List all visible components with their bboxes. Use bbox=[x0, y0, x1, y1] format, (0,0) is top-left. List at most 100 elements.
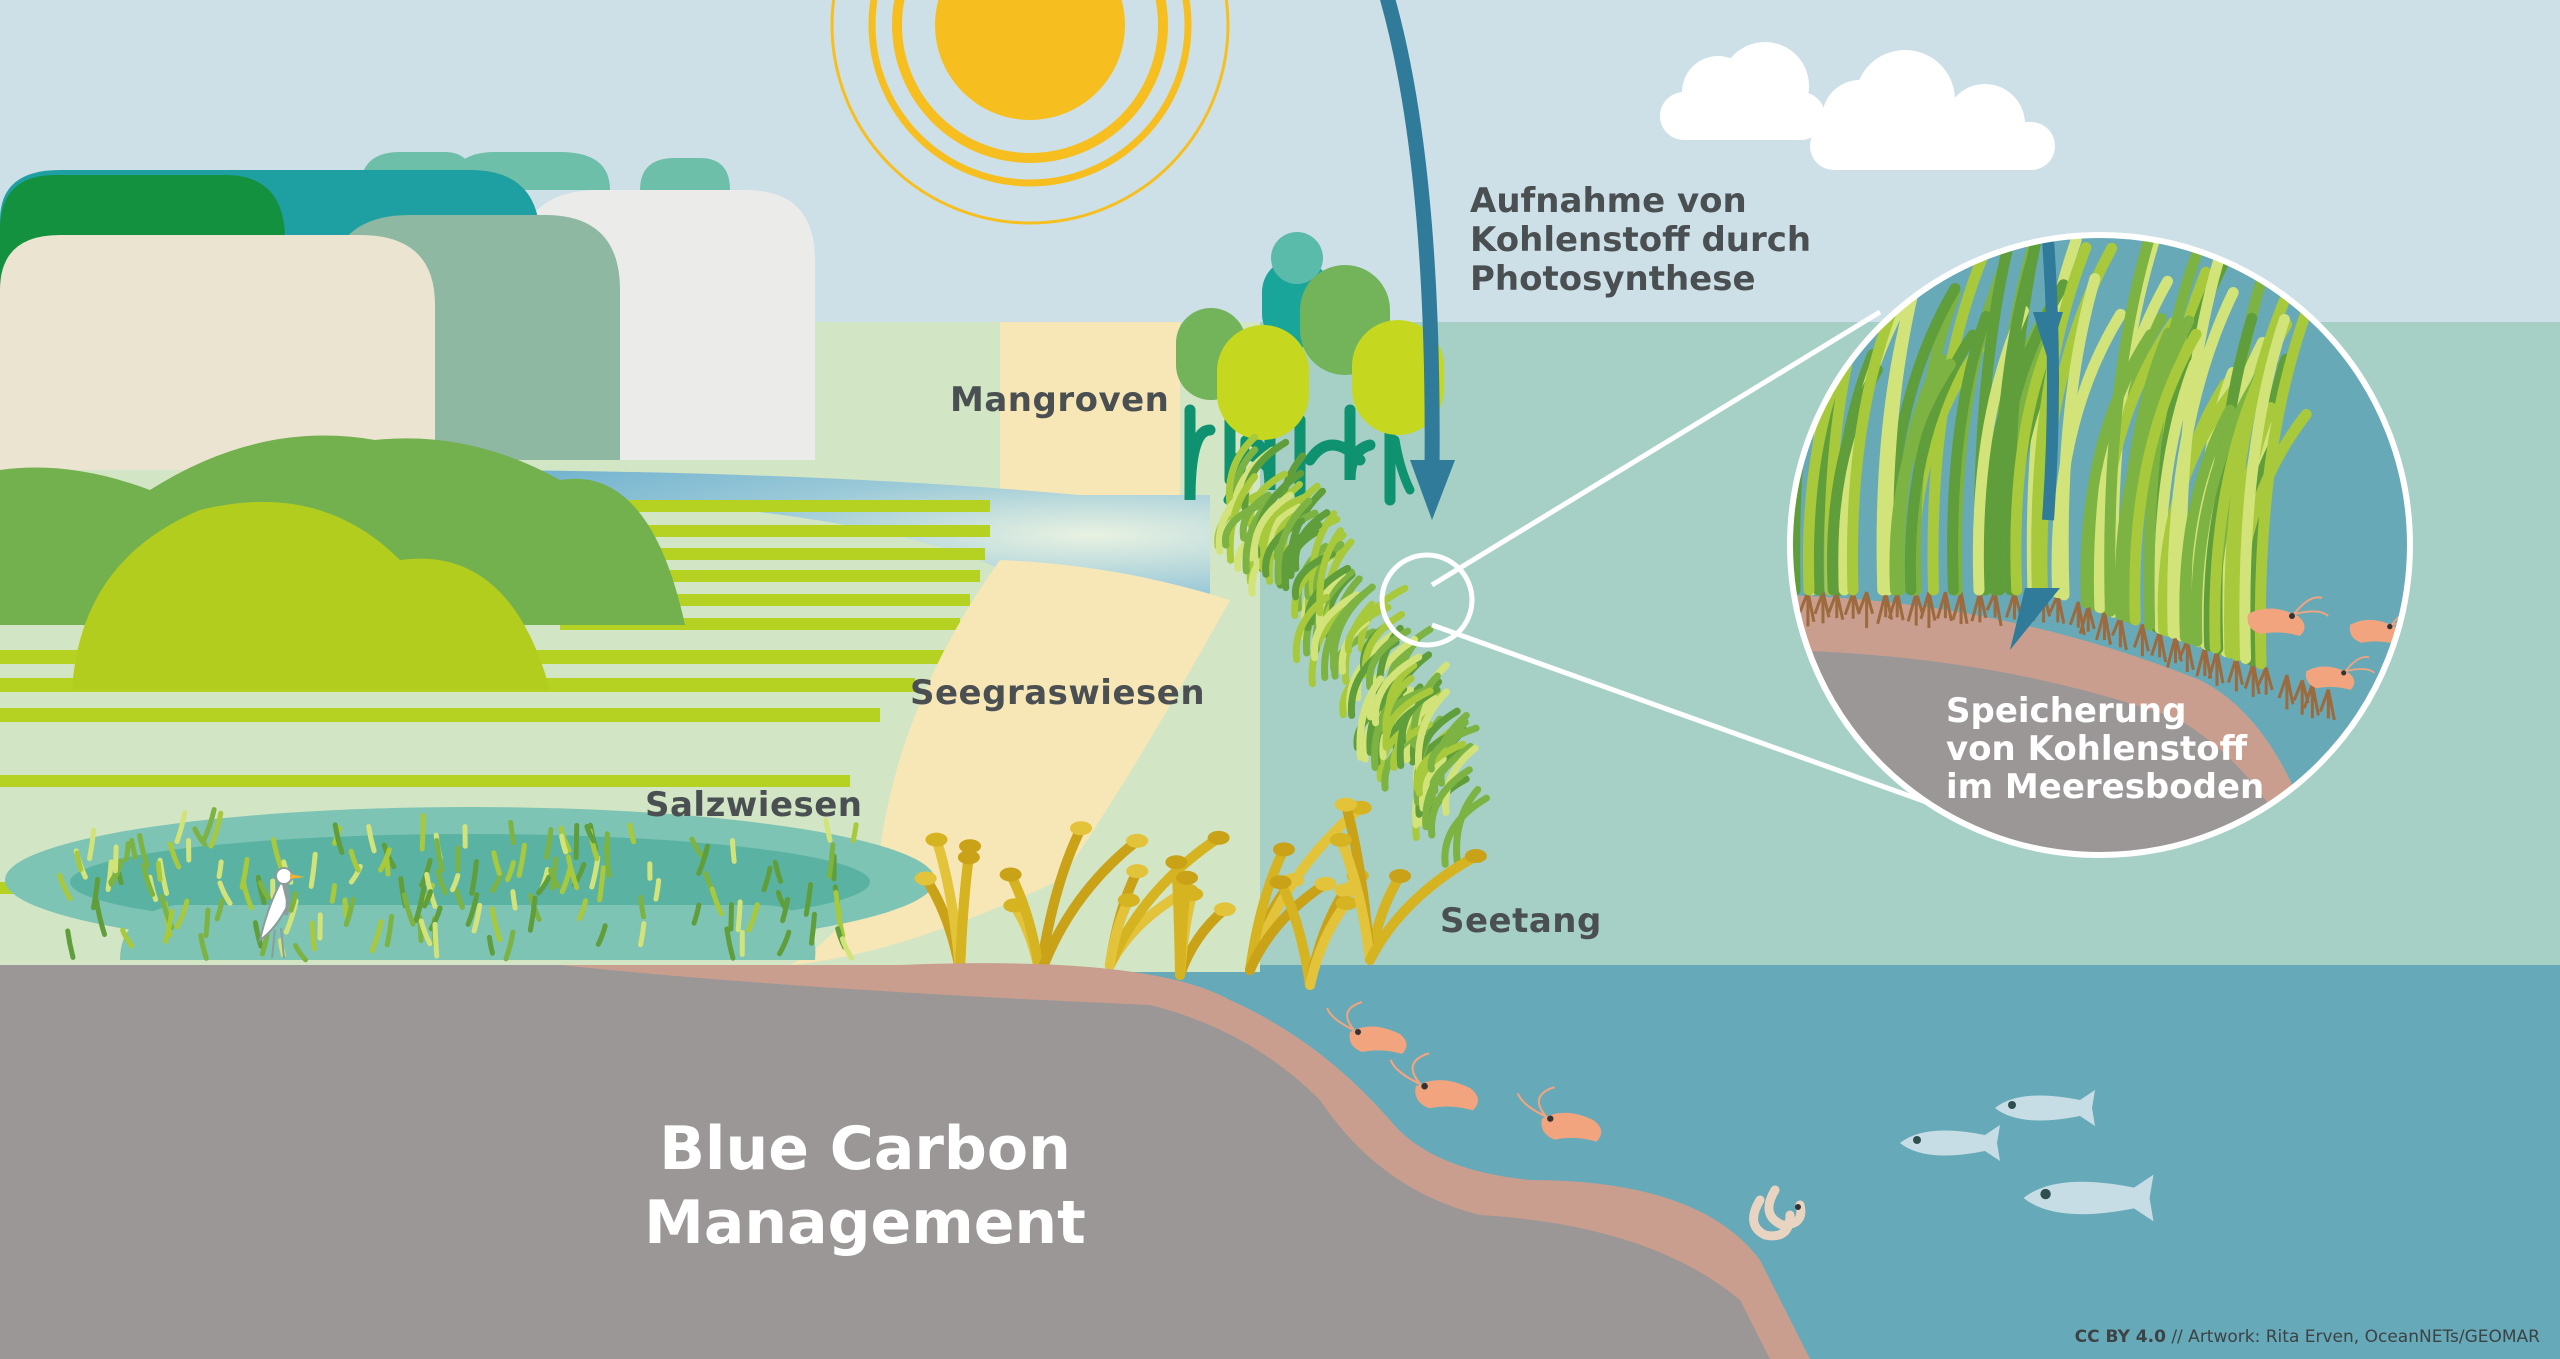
lens-seagrass-blade bbox=[2120, 327, 2175, 623]
lens-seagrass-blade bbox=[2224, 267, 2302, 659]
seagrass-blade bbox=[1262, 517, 1306, 578]
marsh-grass-tuft bbox=[527, 895, 538, 933]
marsh-grass-tuft bbox=[217, 880, 233, 906]
lens-seagrass-blade bbox=[1889, 358, 1956, 596]
seagrass-root bbox=[1951, 591, 1969, 625]
kelp-bulb bbox=[1070, 821, 1093, 836]
photosynthesis-line: Photosynthese bbox=[1470, 259, 1756, 299]
marsh-grass-tuft bbox=[329, 883, 337, 904]
photosynthesis-line: Kohlenstoff durch bbox=[1470, 220, 1812, 260]
marsh-grass-tuft bbox=[597, 865, 606, 903]
marsh-grass-tuft bbox=[308, 851, 318, 889]
krill bbox=[1326, 1001, 1602, 1142]
krill-antenna bbox=[2293, 596, 2329, 617]
seagrass-root bbox=[1935, 591, 1953, 622]
marsh-grass-tuft bbox=[112, 844, 119, 874]
marsh-grass-tuft bbox=[198, 932, 209, 961]
marsh-grass-tuft bbox=[57, 872, 73, 901]
marsh-grass-tuft bbox=[192, 826, 208, 847]
salt-marsh-grass bbox=[57, 807, 859, 963]
seagrass-root bbox=[2226, 656, 2244, 692]
marsh-grass-tuft bbox=[155, 860, 163, 882]
marsh-grass-tuft bbox=[342, 897, 349, 919]
seagrass-root bbox=[1887, 591, 1905, 621]
marsh-grass-tuft bbox=[536, 874, 552, 896]
seagrass-blade bbox=[1344, 603, 1392, 655]
lens-seagrass-blade bbox=[2254, 297, 2316, 670]
marsh-grass-tuft bbox=[123, 840, 131, 862]
label-photosynthesis: Aufnahme von Kohlenstoff durch Photosynt… bbox=[1470, 182, 1811, 299]
marsh-grass-tuft bbox=[434, 838, 445, 873]
marsh-grass-tuft bbox=[348, 848, 361, 873]
marsh-grass-tuft bbox=[544, 827, 554, 860]
marsh-grass-tuft bbox=[603, 843, 612, 878]
zoom-callout bbox=[1379, 309, 1986, 826]
kelp-branch bbox=[1365, 851, 1481, 965]
lens-seagrass-blade bbox=[2031, 242, 2092, 596]
storage-line: von Kohlenstoff bbox=[1946, 729, 2248, 769]
marsh-grass-tuft bbox=[503, 929, 516, 962]
label-seegraswiesen: Seegraswiesen bbox=[910, 673, 1206, 713]
marsh-grass-tuft bbox=[343, 896, 356, 927]
marsh-grass-tuft bbox=[746, 902, 760, 933]
label-seetang: Seetang bbox=[1440, 901, 1602, 941]
seagrass-root bbox=[2243, 662, 2261, 697]
kelp-branch bbox=[1245, 878, 1331, 975]
marsh-grass-tuft bbox=[208, 810, 224, 849]
kelp-bulb bbox=[1334, 883, 1357, 898]
seagrass-root bbox=[1827, 591, 1845, 620]
krill-antenna bbox=[1516, 1086, 1555, 1118]
marsh-grass-tuft bbox=[203, 907, 211, 939]
fish-school bbox=[1900, 1090, 2154, 1222]
marsh-grass-tuft bbox=[691, 902, 702, 926]
marsh-grass-tuft bbox=[471, 902, 483, 934]
krill-body bbox=[1516, 1086, 1602, 1142]
marsh-grass-tuft bbox=[432, 921, 440, 959]
seagrass-blade bbox=[1222, 501, 1264, 549]
marsh-grass-tuft bbox=[369, 919, 384, 954]
kelp-branch bbox=[1305, 898, 1352, 990]
title-line: Blue Carbon bbox=[659, 1114, 1071, 1184]
marsh-grass-tuft bbox=[638, 894, 647, 920]
marsh-grass-tuft bbox=[163, 908, 175, 944]
kelp-bulb bbox=[1269, 875, 1292, 890]
kelp-bulb bbox=[1126, 864, 1149, 879]
seagrass-blade bbox=[1258, 493, 1310, 549]
marsh-grass-tuft bbox=[516, 842, 527, 878]
label-mangroven: Mangroven bbox=[950, 380, 1170, 420]
seagrass-root bbox=[1970, 591, 1988, 623]
marsh-grass-tuft bbox=[309, 920, 317, 952]
marsh-grass-tuft bbox=[823, 817, 833, 843]
marsh-grass-tuft bbox=[91, 877, 101, 911]
marsh-grass-tuft bbox=[201, 807, 217, 843]
marsh-grass-tuft bbox=[240, 879, 254, 911]
krill-antenna bbox=[1326, 1001, 1363, 1031]
lens-seagrass-blade bbox=[2080, 329, 2157, 609]
seagrass-blade bbox=[1292, 594, 1330, 664]
kelp-bulb bbox=[914, 871, 937, 886]
seagrass-blade bbox=[1382, 687, 1434, 751]
lens-seagrass-blade bbox=[1993, 250, 2039, 596]
seagrass-root bbox=[2207, 650, 2225, 686]
marsh-grass-tuft bbox=[505, 860, 516, 883]
marsh-grass-tuft bbox=[428, 905, 443, 932]
clouds bbox=[1660, 42, 2055, 170]
marsh-grass-tuft bbox=[489, 906, 503, 943]
marsh-grass-tuft bbox=[559, 833, 569, 855]
seagrass-root bbox=[1798, 591, 1816, 627]
kelp-bulb bbox=[1165, 855, 1188, 870]
seagrass-root bbox=[2256, 667, 2274, 695]
marsh-grass-tuft bbox=[418, 918, 433, 947]
lens-seagrass-blade bbox=[2239, 313, 2290, 664]
krill-shell bbox=[1349, 1026, 1407, 1054]
seagrass-root bbox=[2150, 629, 2168, 663]
lens-seagrass-blade bbox=[2104, 235, 2160, 617]
marsh-grass-tuft bbox=[573, 822, 580, 861]
marsh-grass-tuft bbox=[653, 877, 662, 902]
lens-seagrass-blade bbox=[2057, 273, 2101, 601]
krill-shell bbox=[1541, 1112, 1602, 1142]
seagrass-blade bbox=[1274, 497, 1313, 586]
seagrass-blade bbox=[1441, 794, 1490, 868]
marsh-grass-tuft bbox=[259, 932, 270, 957]
